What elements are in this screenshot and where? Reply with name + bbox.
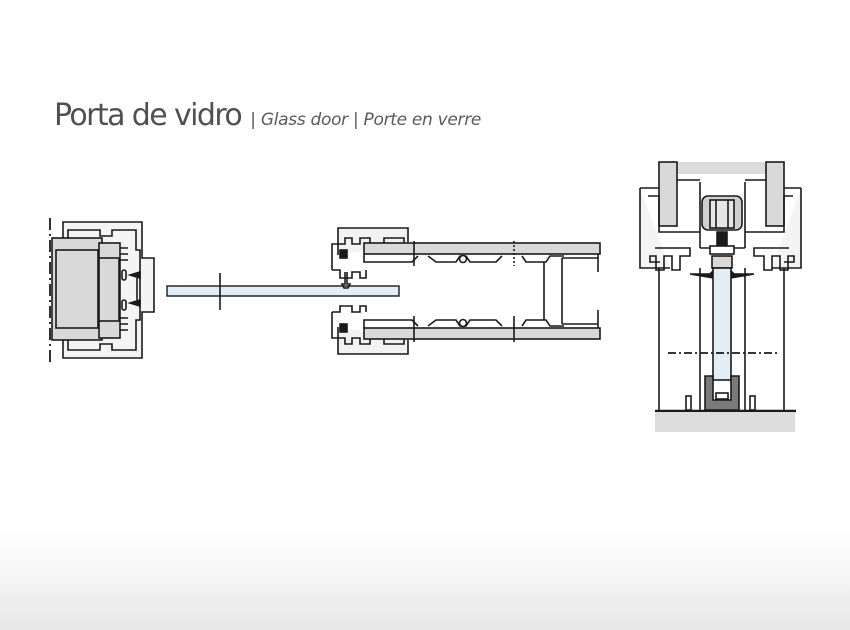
glass-pane-drawing	[166, 273, 400, 310]
jamb-section-drawing	[49, 218, 155, 362]
leaf-section-drawing	[331, 227, 601, 355]
title-main: Porta de vidro	[54, 98, 243, 133]
page-title: Porta de vidro | Glass door | Porte en v…	[54, 98, 481, 133]
title-separator: |	[352, 110, 359, 130]
title-separator: |	[250, 110, 256, 130]
title-english: Glass door	[260, 110, 348, 130]
vertical-section-drawing	[639, 161, 802, 432]
title-subtitle: | Glass door | Porte en verre	[250, 110, 481, 130]
title-french: Porte en verre	[363, 110, 482, 130]
